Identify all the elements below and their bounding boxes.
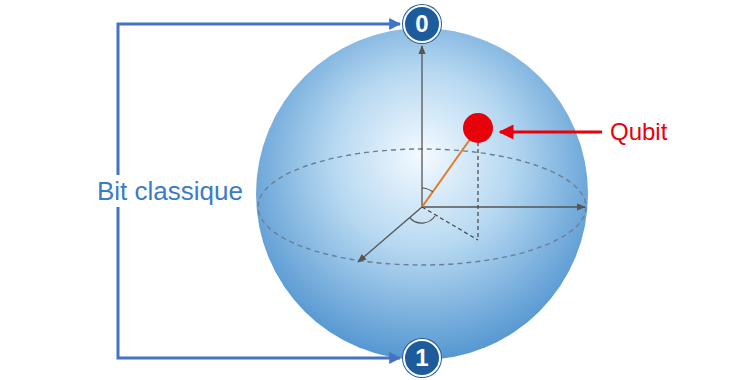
x-axis	[358, 207, 422, 262]
edge-label: Bit classique	[94, 175, 246, 208]
qubit-pointer	[500, 131, 602, 134]
y-axis	[422, 206, 585, 207]
state-label: 1	[415, 346, 428, 370]
state-circle: 0	[403, 5, 441, 43]
qubit-dot	[463, 113, 493, 143]
phi-arc	[410, 216, 435, 223]
state-circle: 1	[403, 339, 441, 377]
theta-arc	[422, 188, 433, 192]
z-axis	[421, 46, 422, 207]
projection-line	[422, 207, 478, 240]
sphere-body	[256, 28, 588, 360]
projection-line	[477, 128, 478, 240]
state-label: 0	[415, 12, 428, 36]
qubit-label: Qubit	[610, 119, 667, 145]
